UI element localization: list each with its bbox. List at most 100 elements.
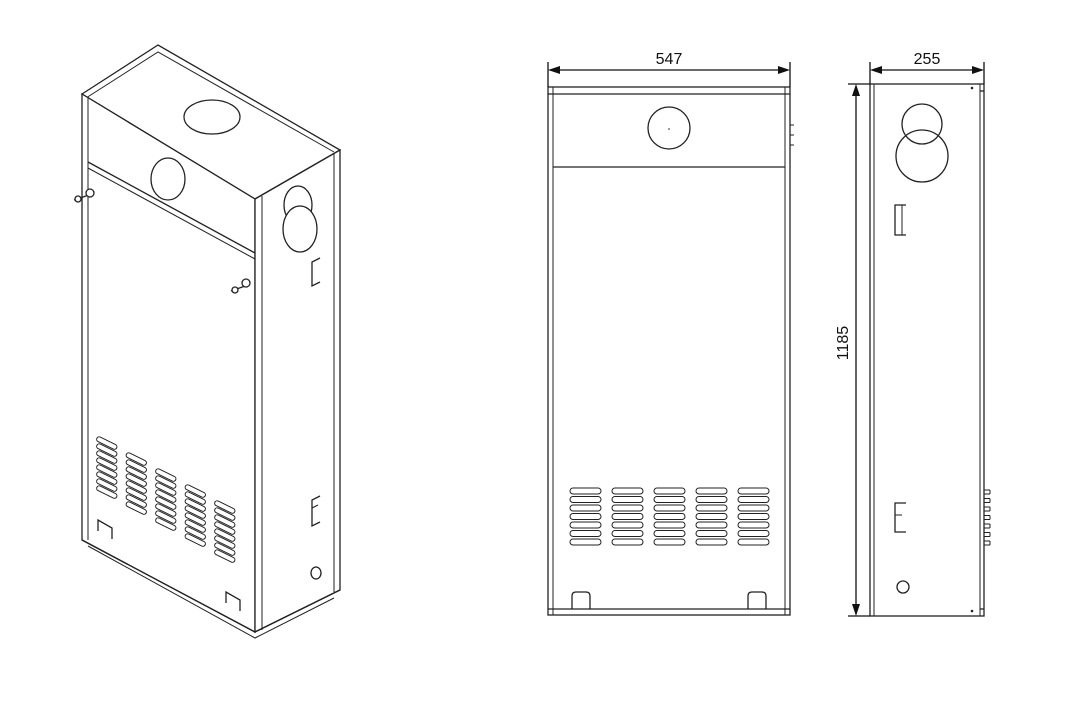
vent-slot — [155, 489, 177, 503]
vent-slot — [611, 504, 644, 512]
vent-slot — [155, 496, 177, 510]
vent-slot — [184, 533, 206, 547]
vent-slot — [695, 530, 728, 537]
iso-side-opening-lower — [282, 205, 318, 253]
vent-slot — [737, 504, 770, 512]
vent-slot — [611, 521, 644, 529]
vent-slot — [695, 487, 728, 495]
vent-slot — [653, 504, 686, 512]
iso-handle-left — [73, 188, 95, 203]
width-label: 547 — [656, 51, 683, 68]
vent-slot — [569, 487, 602, 495]
side-bracket-upper — [894, 204, 906, 236]
iso-side-bracket-upper — [311, 257, 321, 288]
vent-slot — [125, 480, 147, 494]
vent-slot — [569, 496, 602, 503]
vent-slot — [214, 542, 236, 556]
vent-slot — [155, 503, 177, 517]
vent-slot — [569, 504, 602, 512]
vent-slot — [695, 521, 728, 529]
vent-slot — [695, 538, 728, 546]
vent-slot — [737, 521, 770, 529]
vent-slot — [96, 471, 118, 485]
vent-slot — [611, 513, 644, 520]
iso-foot-cutout-right — [225, 590, 241, 611]
iso-side-bracket-lower — [311, 495, 321, 528]
iso-vent-grille — [96, 436, 236, 563]
vent-slot — [214, 549, 236, 563]
vent-slot — [695, 513, 728, 520]
vent-slot — [653, 538, 686, 546]
vent-slot — [653, 487, 686, 495]
vent-slot — [611, 487, 644, 495]
iso-handle-right — [230, 278, 251, 294]
vent-slot — [125, 473, 147, 487]
side-body-outline — [869, 83, 985, 617]
vent-slot — [214, 514, 236, 528]
vent-slot — [96, 485, 118, 499]
depth-label: 255 — [914, 51, 941, 68]
vent-slot — [184, 519, 206, 533]
vent-slot — [737, 513, 770, 520]
vent-slot — [184, 484, 206, 498]
vent-slot — [184, 505, 206, 519]
vent-slot — [653, 513, 686, 520]
height-dimension: 1185 — [835, 83, 870, 617]
vent-slot — [96, 478, 118, 492]
iso-front-round-opening — [150, 157, 186, 201]
vent-slot — [155, 510, 177, 524]
vent-slot — [155, 517, 177, 531]
vent-slot — [155, 482, 177, 496]
vent-slot — [155, 468, 177, 482]
vent-slot — [569, 513, 602, 520]
front-view — [547, 86, 794, 616]
vent-slot — [611, 530, 644, 537]
vent-edge-mark — [984, 515, 991, 520]
vent-slot — [214, 507, 236, 521]
vent-slot — [695, 504, 728, 512]
front-foot-cutout-left — [571, 591, 591, 609]
vent-slot — [184, 526, 206, 540]
vent-slot — [737, 487, 770, 495]
vent-slot — [96, 450, 118, 464]
vent-slot — [184, 491, 206, 505]
vent-slot — [96, 443, 118, 457]
vent-slot — [214, 521, 236, 535]
vent-slot — [569, 538, 602, 546]
vent-edge-mark — [984, 498, 991, 503]
vent-slot — [155, 475, 177, 489]
width-dimension: 547 — [547, 51, 791, 87]
vent-edge-mark — [984, 532, 991, 537]
vent-slot — [569, 530, 602, 537]
vent-slot — [214, 535, 236, 549]
height-label: 1185 — [835, 326, 852, 361]
vent-slot — [611, 496, 644, 503]
side-opening-upper — [901, 103, 943, 145]
vent-slot — [737, 496, 770, 503]
vent-edge-mark — [984, 523, 991, 529]
vent-slot — [125, 487, 147, 501]
front-foot-cutout-right — [747, 591, 767, 609]
side-bracket-lower — [894, 502, 906, 533]
iso-foot-cutout-left — [97, 518, 113, 539]
vent-slot — [737, 530, 770, 537]
front-vent-grille — [569, 487, 770, 546]
vent-slot — [214, 500, 236, 514]
isometric-view — [73, 44, 342, 639]
iso-side-hole — [310, 566, 322, 580]
vent-slot — [737, 538, 770, 546]
vent-slot — [96, 464, 118, 478]
vent-slot — [125, 452, 147, 466]
side-hole — [896, 580, 910, 594]
vent-slot — [611, 538, 644, 546]
vent-slot — [125, 459, 147, 473]
iso-top-flue-opening — [183, 99, 241, 135]
vent-slot — [184, 512, 206, 526]
vent-slot — [125, 501, 147, 515]
vent-slot — [184, 498, 206, 512]
vent-slot — [125, 494, 147, 508]
vent-slot — [214, 528, 236, 542]
vent-slot — [125, 466, 147, 480]
side-view — [869, 83, 991, 617]
